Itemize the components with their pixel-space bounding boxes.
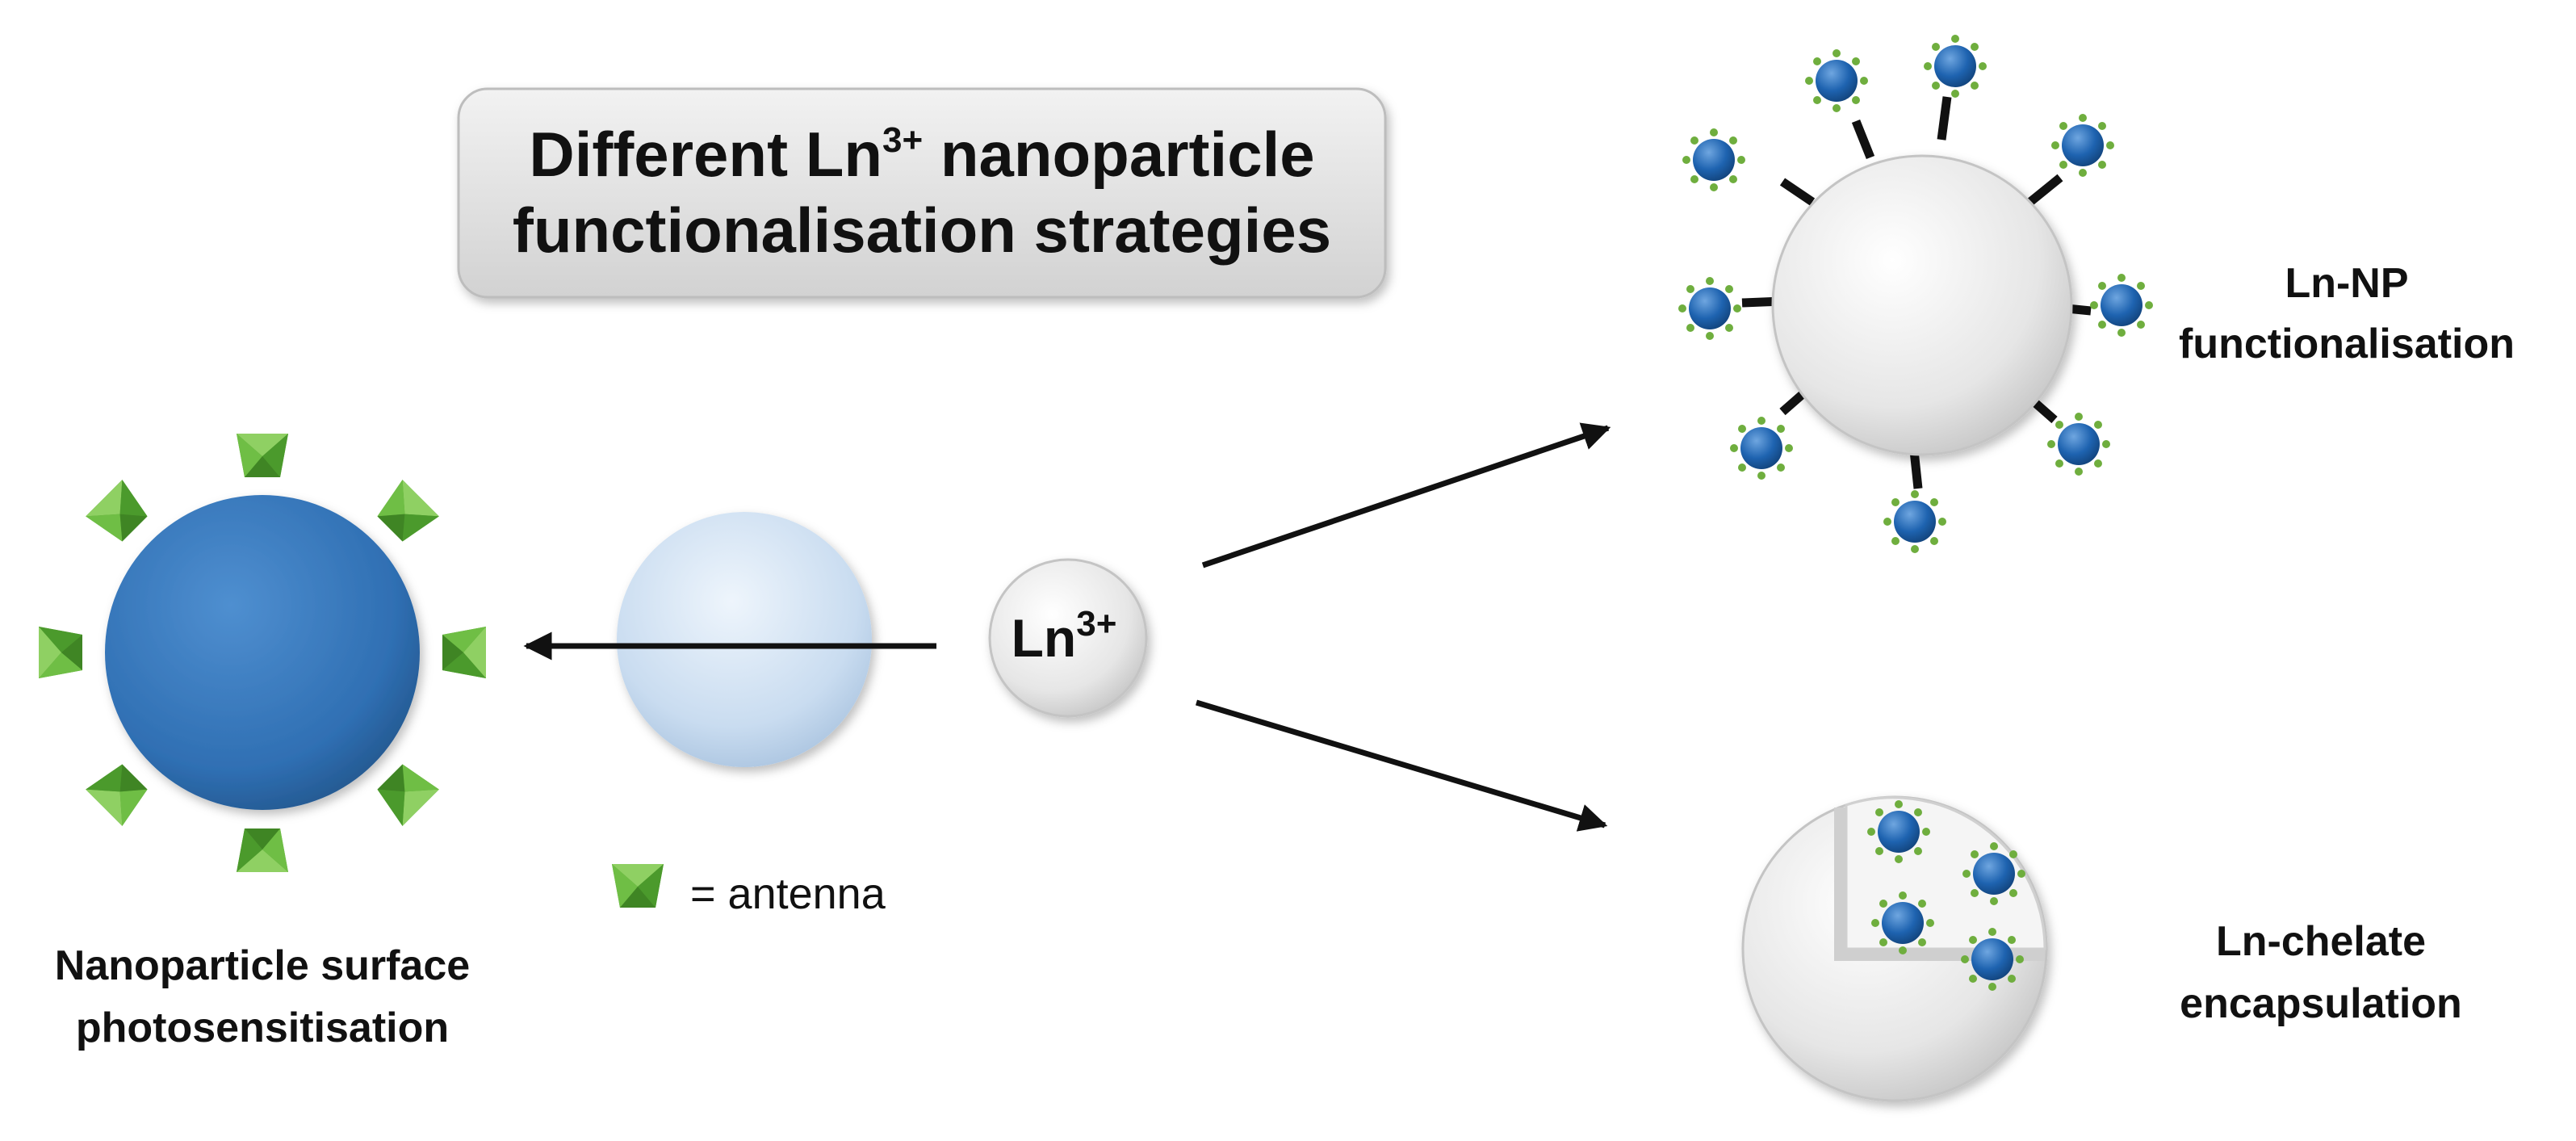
functionalised-nanoparticle [1678, 35, 2153, 553]
antenna-legend: = antenna [612, 864, 886, 918]
grey-nanoparticle-core [1771, 154, 2073, 456]
surface-photosensitisation-label-2: photosensitisation [76, 1005, 449, 1051]
legend-text: = antenna [690, 870, 886, 918]
green-pyramid-antenna-icon [612, 864, 664, 908]
title-box: Different Ln3+ nanoparticle functionalis… [457, 87, 1387, 299]
photosensitised-nanoparticle [39, 434, 486, 872]
dark-nanoparticle-core [105, 495, 420, 810]
arrow-to-np-functionalisation [1201, 422, 1611, 568]
ln-ion: Ln3+ [988, 558, 1148, 718]
title-line-1: Different Ln3+ nanoparticle [529, 119, 1314, 190]
np-functionalisation-label-1: Ln-NP [2285, 260, 2408, 307]
arrow-to-chelate-encapsulation [1195, 699, 1608, 832]
title-line-2: functionalisation strategies [513, 195, 1331, 266]
chelate-encapsulation-label-1: Ln-chelate [2216, 918, 2426, 965]
np-functionalisation-label-2: functionalisation [2179, 321, 2515, 367]
surface-photosensitisation-label-1: Nanoparticle surface [55, 942, 470, 989]
encapsulating-nanoparticle [1741, 795, 2048, 1102]
chelate-encapsulation-label-2: encapsulation [2180, 980, 2462, 1027]
light-nanoparticle [617, 512, 872, 767]
ln-ion-label: Ln3+ [1012, 604, 1117, 668]
